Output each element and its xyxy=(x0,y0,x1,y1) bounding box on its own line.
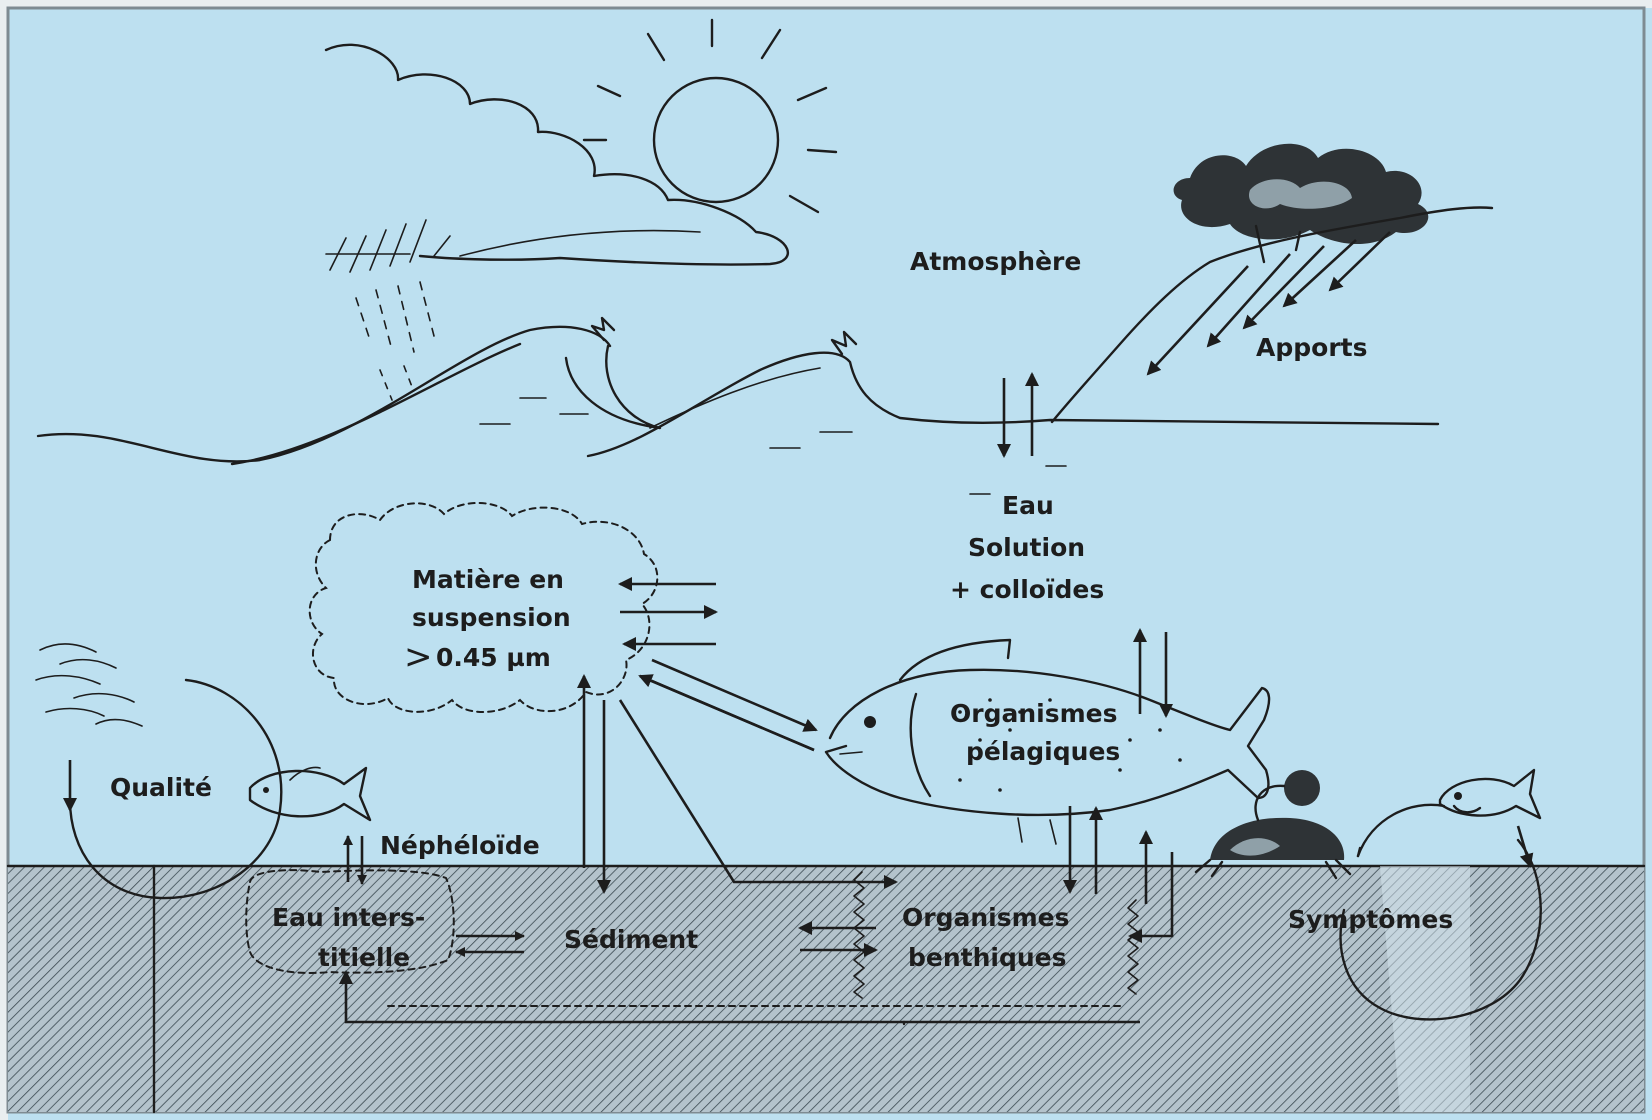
label-eau-interstitielle-line1: Eau inters- xyxy=(272,903,425,932)
label-organismes-pelagiques-line2: pélagiques xyxy=(966,737,1120,766)
label-matiere-line3: 0.45 µm xyxy=(436,643,551,672)
label-colloides: + colloïdes xyxy=(950,575,1104,604)
label-matiere-size-symbol: > xyxy=(404,637,433,677)
label-solution: Solution xyxy=(968,533,1085,562)
sediment-layer xyxy=(8,866,1644,1112)
label-sediment: Sédiment xyxy=(564,925,698,954)
label-apports: Apports xyxy=(1256,333,1367,362)
label-qualite: Qualité xyxy=(110,773,212,802)
label-matiere-line2: suspension xyxy=(412,603,571,632)
label-eau-interstitielle-line2: titielle xyxy=(318,943,410,972)
label-eau: Eau xyxy=(1002,491,1054,520)
label-symptomes: Symptômes xyxy=(1288,905,1453,934)
label-organismes-benthiques-line2: benthiques xyxy=(908,943,1067,972)
label-matiere-line1: Matière en xyxy=(412,565,564,594)
label-organismes-pelagiques-line1: Organismes xyxy=(950,699,1117,728)
label-organismes-benthiques-line1: Organismes xyxy=(902,903,1069,932)
label-nepheloide: Néphéloïde xyxy=(380,831,540,860)
label-atmosphere: Atmosphère xyxy=(910,247,1081,276)
